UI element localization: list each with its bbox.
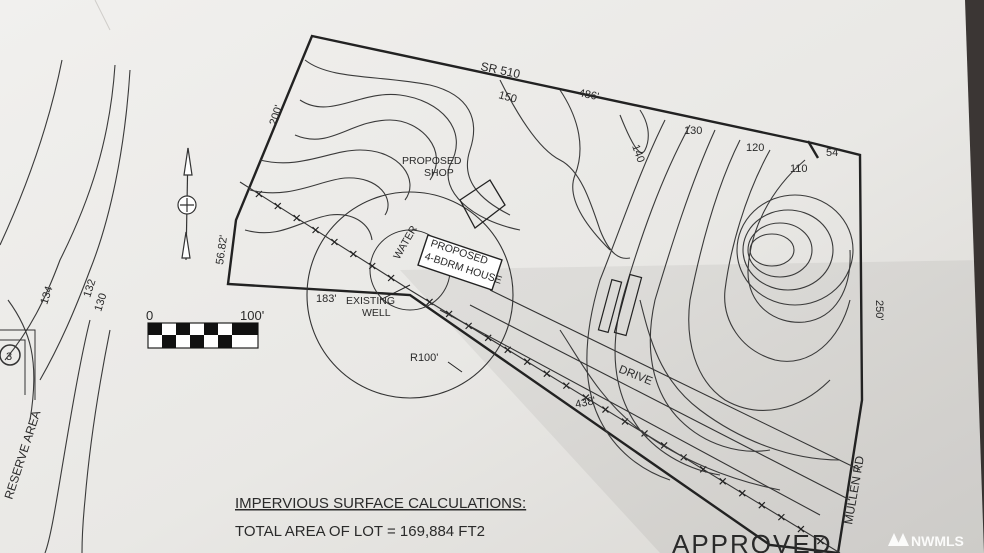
fence-x-mark: [797, 525, 805, 533]
fence-x-mark: [274, 202, 282, 210]
fence-x-mark: [543, 370, 551, 378]
fence-x-mark: [777, 513, 785, 521]
contour-132-left: 132: [81, 278, 98, 299]
lot-contours: [244, 59, 854, 491]
lot-corner-line: [806, 140, 820, 159]
contour-120: 120: [746, 142, 764, 154]
fence-x-mark: [758, 501, 766, 509]
dim-left: 56.82': [214, 234, 230, 265]
contour-140: 140: [629, 143, 647, 164]
calc-title: IMPERVIOUS SURFACE CALCULATIONS:: [235, 495, 526, 512]
proposed-house-outline: [417, 234, 503, 291]
proposed-shop-outline: [459, 179, 506, 229]
fence-x-mark: [602, 406, 609, 413]
lot-boundary: [226, 34, 864, 553]
well-leader: [379, 284, 411, 301]
contour-110: 110: [790, 163, 808, 175]
contour-150: 150: [497, 89, 518, 105]
dim-drive-length: 438': [574, 395, 597, 411]
fence-x-mark: [523, 358, 531, 366]
north-arrow-icon: [177, 147, 197, 261]
dim-bottom-left: 183': [316, 293, 336, 305]
paper-crease: [94, 0, 111, 31]
fence-x-mark: [582, 394, 590, 402]
calc-line: TOTAL AREA OF LOT = 169,884 FT2: [235, 523, 485, 540]
fence-x-mark: [387, 274, 395, 282]
dim-right: 250': [873, 300, 885, 320]
reserve-area-marker: [0, 344, 21, 366]
fence-x-mark: [331, 238, 338, 246]
existing-well-label-2: WELL: [362, 307, 391, 319]
scale-end: 100': [240, 308, 264, 323]
fence-x-mark: [817, 537, 824, 545]
nwmls-watermark: NWMLS: [888, 533, 964, 549]
dim-top: 486': [577, 87, 600, 103]
paper-fold-shadow: [400, 260, 984, 553]
existing-well-label-1: EXISTING: [346, 295, 395, 307]
left-contours: [0, 59, 131, 553]
contour-130-left: 130: [92, 292, 109, 313]
radius-label: R100': [410, 352, 438, 364]
radius-leader: [447, 361, 463, 373]
fence-x-mark: [719, 477, 727, 485]
contour-130: 130: [684, 125, 702, 137]
fence-x-mark: [293, 214, 301, 222]
structure-2: [613, 273, 643, 337]
well-radius-circle: [306, 191, 514, 399]
fence-x-mark: [484, 334, 492, 342]
proposed-shop-label-1: PROPOSED: [402, 155, 462, 167]
nwmls-logo-icon: [888, 533, 909, 546]
fence-x-mark: [312, 226, 319, 234]
scale-bar: [147, 322, 259, 349]
approved-stamp: APPROVED: [672, 529, 833, 553]
circle-number: 3: [6, 351, 12, 363]
drive-lines: [439, 289, 861, 516]
dim-corner: 54': [826, 147, 840, 159]
fence-marks: [255, 190, 824, 545]
proposed-shop-label-2: SHOP: [424, 167, 454, 179]
fence-x-mark: [738, 489, 746, 497]
contour-134-left: 134: [38, 285, 55, 306]
scale-start: 0: [146, 308, 153, 323]
fence-x-mark: [349, 250, 357, 258]
structure-1: [597, 278, 623, 334]
fence-x-mark: [562, 382, 570, 390]
watermark-text: NWMLS: [911, 533, 964, 549]
